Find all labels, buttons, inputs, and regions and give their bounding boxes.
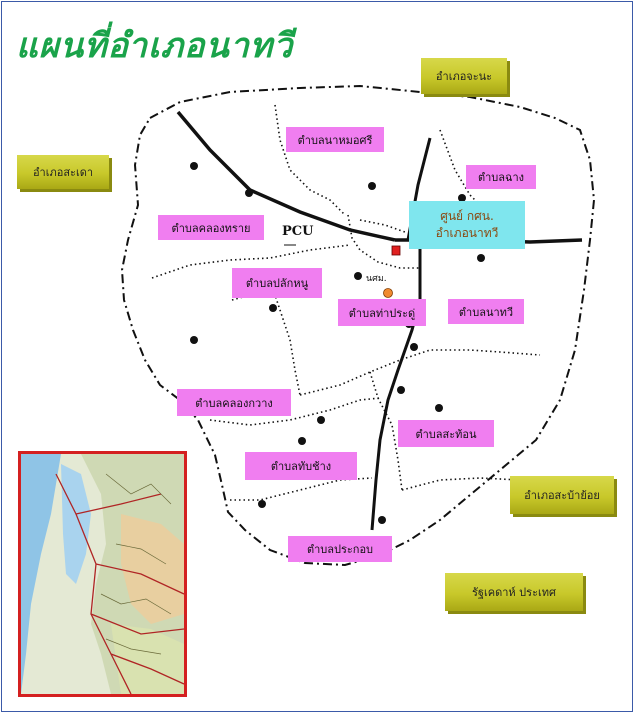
neighbor-malaysia: รัฐเคดาห์ ประเทศ (445, 573, 583, 611)
subdistrict-line-11 (359, 219, 406, 233)
subdistrict-line-4 (269, 279, 301, 396)
village-dot (368, 182, 376, 190)
inset-map-graphic (21, 454, 184, 694)
label-thap-chang: ตำบลทับช้าง (245, 452, 357, 480)
village-dot (458, 194, 466, 202)
label-khlong-sai: ตำบลคลองทราย (158, 215, 264, 240)
neighbor-sadao: อำเภอสะเดา (17, 155, 109, 189)
center-marker (391, 245, 401, 256)
village-dot (477, 254, 485, 262)
label-tha-pradu: ตำบลท่าประดู่ (338, 299, 426, 326)
village-dot (378, 516, 386, 524)
village-dot (435, 404, 443, 412)
inset-map (18, 451, 187, 697)
center-line-2: อำเภอนาทวี (435, 226, 499, 240)
label-chang: ตำบลฉาง (466, 165, 536, 189)
village-dot (354, 272, 362, 280)
subdistrict-line-5 (299, 349, 541, 396)
village-dot (410, 343, 418, 351)
subdistrict-line-9 (230, 477, 373, 501)
main-road-north (176, 110, 396, 242)
main-road-south (370, 245, 422, 531)
center-line-1: ศูนย์ กศน. (440, 209, 494, 223)
neighbor-saba-yoi: อำเภอสะบ้าย้อย (510, 476, 614, 514)
map-title: แผนที่อำเภอนาทวี (16, 26, 294, 66)
label-na-thawi: ตำบลนาทวี (448, 299, 524, 324)
label-plak-nu: ตำบลปลักหนู (232, 268, 322, 298)
village-dot (258, 500, 266, 508)
village-dot (397, 386, 405, 394)
subdistrict-line-1 (274, 104, 346, 216)
subdistrict-line-10 (439, 129, 521, 231)
subdistrict-line-2 (151, 244, 351, 279)
village-dot (245, 189, 253, 197)
label-na-mo-si: ตำบลนาหมอศรี (286, 127, 384, 152)
label-khlong-kwang: ตำบลคลองกวาง (177, 389, 291, 416)
subdistrict-line-3 (347, 214, 420, 269)
label-prakob: ตำบลประกอบ (288, 536, 392, 562)
village-dot (298, 437, 306, 445)
nksm-marker (383, 288, 393, 298)
village-dot (269, 304, 277, 312)
neighbor-jana: อำเภอจะนะ (421, 58, 507, 94)
subdistrict-line-8 (401, 477, 521, 491)
label-sathon: ตำบลสะท้อน (398, 420, 494, 447)
district-center-box: ศูนย์ กศน. อำเภอนาทวี (409, 201, 525, 249)
district-boundary (120, 84, 596, 567)
village-dot (190, 162, 198, 170)
village-dot (190, 336, 198, 344)
pcu-label: PCU (282, 224, 314, 239)
nksm-label: นศม. (366, 274, 387, 284)
subdistrict-line-7 (369, 371, 403, 491)
village-dot (317, 416, 325, 424)
